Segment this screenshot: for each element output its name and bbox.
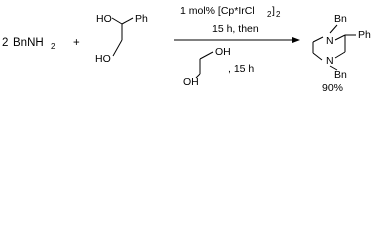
condition-step2: , 15 h bbox=[228, 63, 254, 75]
product-bond-bn-top bbox=[329, 24, 338, 34]
product-bond-c6-n bbox=[312, 36, 324, 43]
reaction-conditions: 1 mol% [Cp*IrCl 2 ] 2 15 h, then bbox=[180, 5, 281, 35]
diol-bond-c-ph bbox=[121, 17, 134, 25]
product-bond-c3-n bbox=[334, 51, 346, 59]
catalyst-subscript: 2 bbox=[267, 10, 272, 19]
reagent-benzylamine: 2 BnNH 2 bbox=[2, 37, 56, 51]
product-bn-bottom: Bn bbox=[334, 69, 347, 81]
reaction-arrow bbox=[174, 37, 300, 43]
reagent-subscript: 2 bbox=[51, 42, 56, 51]
diol-phenyl: Ph bbox=[135, 13, 148, 25]
product-n-bottom: N bbox=[326, 55, 334, 67]
product-bond-bn-bottom bbox=[329, 65, 338, 71]
product-bn-top: Bn bbox=[334, 13, 347, 25]
glycol-oh-bottom: OH bbox=[183, 76, 199, 88]
diol-bond-c-oh bbox=[112, 39, 123, 57]
product-yield: 90% bbox=[322, 82, 343, 93]
product-n-top: N bbox=[326, 35, 334, 47]
catalyst-suffix: ] bbox=[272, 5, 275, 17]
glycol-bond-3 bbox=[195, 73, 201, 79]
catalyst-subscript-2: 2 bbox=[276, 10, 281, 19]
glycol-oh-top: OH bbox=[215, 46, 231, 58]
product-phenyl: Ph bbox=[358, 29, 371, 41]
condition-step1: 15 h, then bbox=[212, 23, 259, 35]
diol-oh-bottom: HO bbox=[95, 53, 111, 65]
reagent-phenyl-diol: HO Ph HO bbox=[95, 13, 148, 65]
diol-bond-ho-c bbox=[111, 17, 123, 25]
product-piperazine: Bn N Ph N Bn 90% bbox=[312, 13, 371, 93]
reaction-scheme: 2 BnNH 2 + HO Ph HO 1 mol% [Cp*IrCl 2 ] … bbox=[2, 5, 371, 93]
reagent-ethylene-glycol: OH OH , 15 h bbox=[183, 46, 254, 88]
diol-oh-top: HO bbox=[96, 13, 112, 25]
catalyst-prefix: 1 mol% [Cp*IrCl bbox=[180, 5, 255, 17]
reagent-coefficient: 2 bbox=[2, 37, 8, 49]
product-bond-n-c2 bbox=[334, 34, 346, 41]
reagent-name: BnNH bbox=[13, 37, 44, 49]
plus-sign: + bbox=[73, 37, 80, 49]
product-bond-n-c5 bbox=[312, 52, 323, 61]
glycol-bond-1 bbox=[199, 51, 214, 60]
